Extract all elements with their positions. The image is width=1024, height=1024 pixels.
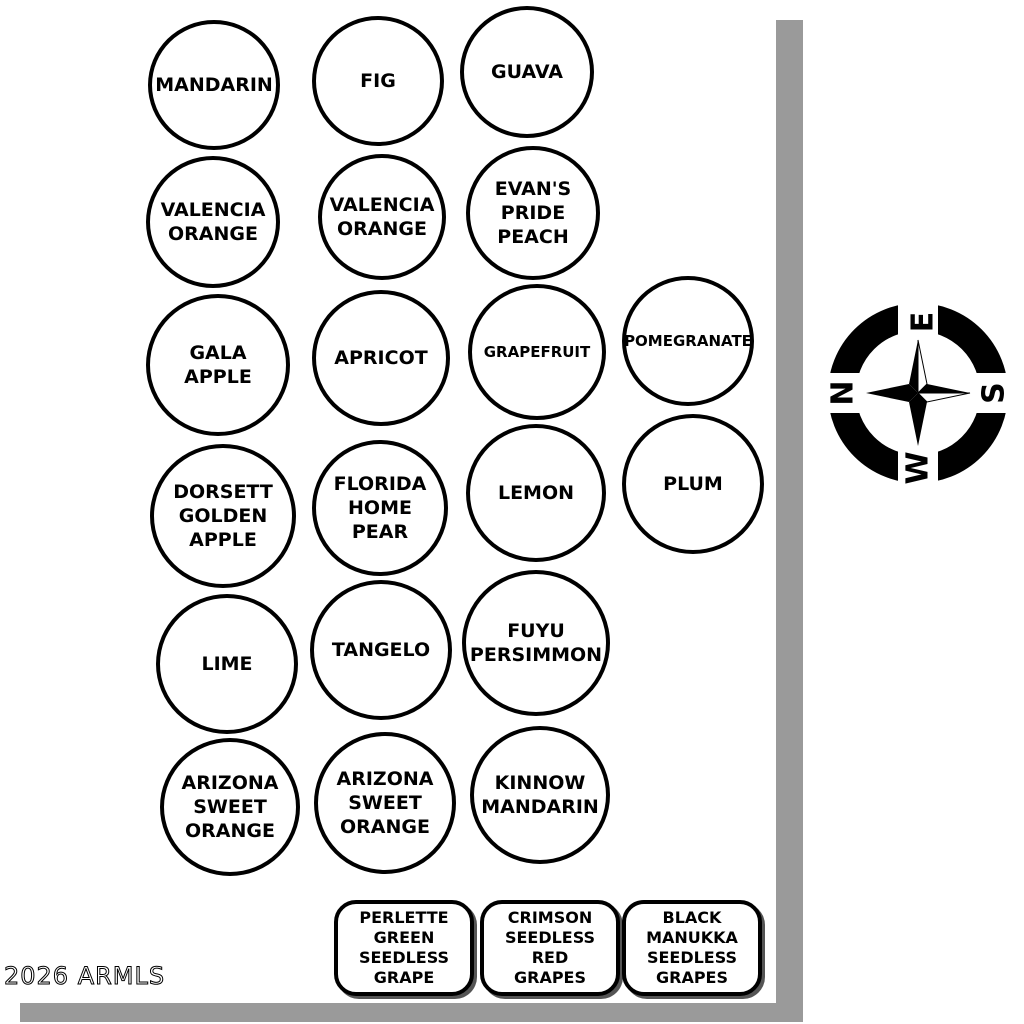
grape-label-line: CRIMSON — [507, 908, 593, 927]
tree-lime: LIME — [156, 594, 298, 734]
tree-arizona-sweet-orange: ARIZONA SWEET ORANGE — [314, 732, 456, 874]
grape-label-line: PERLETTE — [359, 908, 449, 927]
tree-apricot: APRICOT — [312, 290, 450, 426]
tree-plum: PLUM — [622, 414, 764, 554]
tree-label-line: ARIZONA — [336, 768, 434, 790]
grape-label-line: SEEDLESS — [358, 948, 450, 967]
grape-label-line: SEEDLESS — [504, 928, 596, 947]
tree-label-line: MANDARIN — [155, 74, 273, 96]
tree-florida-home-pear: FLORIDA HOME PEAR — [312, 440, 448, 576]
tree-label-line: TANGELO — [331, 639, 431, 661]
grape-black-manukka-seedless: BLACK MANUKKA SEEDLESS GRAPES — [622, 900, 762, 996]
tree-label-line: POMEGRANATE — [624, 332, 752, 350]
grape-label-line: SEEDLESS — [646, 948, 738, 967]
tree-label-line: FUYU — [507, 620, 565, 642]
tree-label-line: GALA — [189, 342, 247, 364]
tree-label-line: GUAVA — [491, 61, 563, 83]
tree-label-line: SWEET — [348, 792, 422, 814]
grape-crimson-seedless-red: CRIMSON SEEDLESS RED GRAPES — [480, 900, 620, 996]
watermark: 2026 ARMLS — [3, 962, 166, 991]
compass-south-label: S — [977, 382, 1011, 404]
tree-grapefruit: GRAPEFRUIT — [468, 284, 606, 420]
compass-rose-icon: E S W N — [826, 300, 1010, 486]
tree-mandarin: MANDARIN — [148, 20, 280, 150]
tree-label-line: SWEET — [193, 796, 267, 818]
tree-label-line: DORSETT — [173, 481, 273, 503]
grape-label-line: GREEN — [373, 928, 435, 947]
tree-label-line: LEMON — [497, 482, 575, 504]
tree-fig: FIG — [312, 16, 444, 146]
tree-gala-apple: GALA APPLE — [146, 294, 290, 436]
grape-label-line: GRAPE — [373, 968, 435, 987]
grape-label-line: GRAPES — [655, 968, 728, 987]
tree-label-line: ORANGE — [340, 816, 430, 838]
tree-kinnow-mandarin: KINNOW MANDARIN — [470, 726, 610, 864]
grape-label-line: GRAPES — [513, 968, 586, 987]
tree-label-line: HOME — [348, 497, 412, 519]
tree-label-line: ORANGE — [337, 218, 427, 240]
tree-label-line: GOLDEN — [178, 505, 268, 527]
tree-label-line: ORANGE — [185, 820, 275, 842]
tree-label-line: ORANGE — [168, 223, 258, 245]
tree-fuyu-persimmon: FUYU PERSIMMON — [462, 570, 610, 716]
tree-guava: GUAVA — [460, 6, 594, 138]
tree-lemon: LEMON — [466, 424, 606, 562]
tree-label-line: EVAN'S — [494, 178, 572, 200]
wall-right — [776, 20, 803, 1022]
tree-pomegranate: POMEGRANATE — [622, 276, 754, 406]
tree-label-line: VALENCIA — [329, 194, 435, 216]
tree-evans-pride-peach: EVAN'S PRIDE PEACH — [466, 146, 600, 280]
tree-label-line: APPLE — [184, 366, 252, 388]
tree-label-line: APRICOT — [334, 347, 428, 369]
tree-label-line: PERSIMMON — [469, 644, 603, 666]
compass-east-label: E — [906, 312, 941, 333]
tree-label-line: PLUM — [663, 473, 723, 495]
tree-label-line: KINNOW — [494, 772, 586, 794]
tree-label-line: ARIZONA — [181, 772, 279, 794]
tree-label-line: PEAR — [351, 521, 409, 543]
tree-valencia-orange: VALENCIA ORANGE — [318, 154, 446, 280]
grape-label-line: RED — [531, 948, 569, 967]
tree-valencia-orange: VALENCIA ORANGE — [146, 156, 280, 288]
tree-label-line: VALENCIA — [160, 199, 266, 221]
tree-dorsett-golden-apple: DORSETT GOLDEN APPLE — [150, 444, 296, 588]
grape-label-line: MANUKKA — [646, 928, 738, 947]
compass-north-label: N — [826, 380, 861, 405]
tree-label-line: LIME — [201, 653, 253, 675]
tree-label-line: FLORIDA — [333, 473, 427, 495]
grape-label-line: BLACK — [662, 908, 722, 927]
tree-label-line: MANDARIN — [481, 796, 599, 818]
tree-label-line: FIG — [360, 70, 396, 92]
tree-label-line: APPLE — [189, 529, 257, 551]
tree-label-line: PEACH — [497, 226, 569, 248]
tree-arizona-sweet-orange: ARIZONA SWEET ORANGE — [160, 738, 300, 876]
tree-label-line: GRAPEFRUIT — [483, 343, 591, 361]
tree-tangelo: TANGELO — [310, 580, 452, 720]
compass-west-label: W — [901, 451, 936, 484]
tree-label-line: PRIDE — [500, 202, 566, 224]
wall-bottom — [20, 1003, 803, 1022]
grape-perlette-green-seedless: PERLETTE GREEN SEEDLESS GRAPE — [334, 900, 474, 996]
